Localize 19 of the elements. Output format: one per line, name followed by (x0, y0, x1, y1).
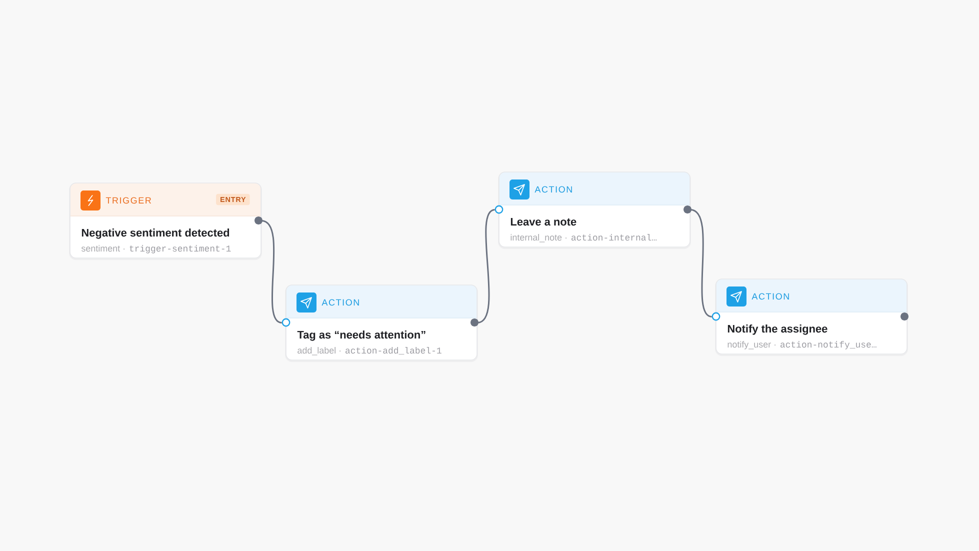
node-title: Tag as “needs attention” (297, 330, 426, 341)
node-type-label: TRIGGER (106, 197, 151, 204)
node-title: Notify the assignee (728, 324, 828, 335)
node-subtitle: notify_user · (728, 341, 776, 350)
node-subtitle: sentiment · (81, 245, 124, 252)
node-subtitle: internal_note · (510, 234, 566, 242)
node-id: action-notify_use… (780, 341, 876, 350)
node-title: Negative sentiment detected (82, 228, 230, 239)
node-title: Leave a note (510, 218, 576, 226)
node-type-label: ACTION (322, 299, 359, 306)
node-type-label: ACTION (534, 186, 572, 193)
connector (261, 220, 282, 324)
node-type-label: ACTION (752, 293, 789, 300)
node-id: trigger-sentiment-1 (130, 245, 231, 254)
node-id: action-add_label-1 (346, 347, 442, 354)
connector (690, 209, 712, 318)
node-id: action-internal… (572, 234, 656, 241)
node-subtitle: add_label · (298, 347, 340, 356)
connector (477, 209, 496, 324)
